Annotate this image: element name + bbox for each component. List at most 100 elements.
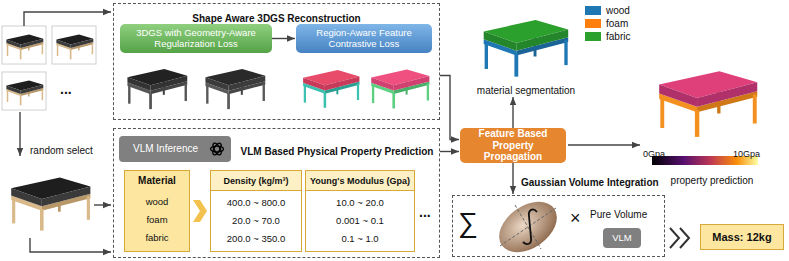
annotation: ... <box>60 81 72 97</box>
legend-row: wood <box>585 4 630 17</box>
column-header: Material <box>138 175 176 186</box>
annotation: property prediction <box>671 175 754 186</box>
legend-label: foam <box>606 18 628 29</box>
connector <box>440 76 459 140</box>
legend-swatch <box>585 19 601 28</box>
double-chevron <box>670 228 679 248</box>
flow-arrow <box>30 238 111 252</box>
legend-row: foam <box>585 17 630 30</box>
box-label: 3DGS with Geometry-Aware Regularization … <box>125 28 267 50</box>
annotation: 0Gpa <box>643 149 665 159</box>
feature-image <box>303 70 359 108</box>
material-column: Material wood foam fabric <box>124 170 190 252</box>
box-label: Feature Based Property Propagation <box>465 128 561 163</box>
result-box: Mass: 12kg <box>700 224 784 250</box>
column-header: Young's Modulus (Gpa) <box>310 176 410 186</box>
model-box: VLM <box>603 228 641 248</box>
column-header-band: Density (kg/m³) <box>211 171 301 191</box>
edge-label: Gaussian Volume Integration <box>519 177 661 188</box>
box-label: Region-Aware Feature Contrastive Loss <box>301 28 427 50</box>
gaussian-ellipse <box>490 191 567 261</box>
frame-text: ∑ <box>458 207 478 238</box>
connector <box>272 38 295 39</box>
annotation: ... <box>419 204 431 220</box>
frame-text: Pure Volume <box>590 209 647 220</box>
bench-thumbnail <box>6 81 43 106</box>
label-holder: property prediction <box>660 170 764 188</box>
text-holder: Shape Aware 3DGS Reconstruction <box>114 8 439 26</box>
property-column: Young's Modulus (Gpa) 10.0 ~ 20.0 0.001 ~ … <box>305 170 415 252</box>
text-holder: VLM Based Physical Property Prediction <box>237 141 437 159</box>
chevron <box>193 200 207 222</box>
text-holder: Pure Volume <box>590 204 647 222</box>
legend-swatch <box>585 32 601 41</box>
legend: wood foam fabric <box>585 4 630 43</box>
legend-label: fabric <box>606 31 630 42</box>
box-label: VLM <box>612 233 632 244</box>
legend-swatch <box>585 6 601 15</box>
flow-arrow <box>94 204 111 205</box>
feature-image <box>371 70 429 109</box>
column-header-band: Young's Modulus (Gpa) <box>306 171 414 191</box>
column-body: 400.0 ~ 800.0 20.0 ~ 70.0 200.0 ~ 350.0 <box>211 191 301 251</box>
model-box: VLM Inference <box>119 136 231 162</box>
stage-frame: 3DGS with Geometry-Aware Regularization … <box>113 3 440 120</box>
cell-value: foam <box>146 214 167 225</box>
cell-value: 10.0 ~ 20.0 <box>336 197 384 208</box>
annotation: 10Gpa <box>733 149 760 159</box>
property-image <box>659 71 757 137</box>
frame-text: VLM Based Physical Property Prediction <box>241 146 434 157</box>
cell-value: 200.0 ~ 350.0 <box>227 233 285 244</box>
flow-arrow <box>19 112 20 156</box>
cell-value: 20.0 ~ 70.0 <box>232 215 280 226</box>
label-holder: material segmentation <box>466 80 586 98</box>
thumbnail-frame <box>2 26 46 64</box>
flow-arrow <box>568 144 640 145</box>
label-holder: 0Gpa <box>643 143 665 161</box>
ellipse-axis <box>515 205 541 249</box>
cell-value: 0.001 ~ 0.1 <box>336 215 384 226</box>
process-box: Region-Aware Feature Contrastive Loss <box>296 24 432 53</box>
bench-thumbnail <box>6 35 43 60</box>
thumbnail-frame <box>52 26 96 64</box>
process-box: 3DGS with Geometry-Aware Regularization … <box>120 24 272 53</box>
edge-label-holder: Gaussian Volume Integration <box>519 172 661 190</box>
frame-text: Shape Aware 3DGS Reconstruction <box>192 13 360 24</box>
column-header-band: Material <box>125 171 189 190</box>
label-holder: ... <box>419 203 431 221</box>
annotation: random select <box>30 145 93 156</box>
text-holder: ∑ <box>458 208 478 239</box>
label-holder: ... <box>60 80 72 98</box>
render-image <box>205 69 265 109</box>
legend-row: fabric <box>585 30 630 43</box>
column-header: Density (kg/m³) <box>223 176 288 186</box>
cell-value: wood <box>146 196 169 207</box>
annotation: material segmentation <box>477 85 575 96</box>
flow-arrow <box>512 97 513 128</box>
column-body: 10.0 ~ 20.0 0.001 ~ 0.1 0.1 ~ 1.0 <box>306 191 414 251</box>
cell-value: fabric <box>145 232 168 243</box>
cell-value: 0.1 ~ 1.0 <box>341 233 378 244</box>
label-holder: random select <box>30 140 93 158</box>
connector <box>440 151 459 152</box>
process-box: Feature Based Property Propagation <box>460 128 566 163</box>
label-holder: 10Gpa <box>733 143 760 161</box>
render-image <box>127 69 187 109</box>
double-chevron <box>680 228 689 248</box>
legend-label: wood <box>606 5 630 16</box>
box-label: Mass: 12kg <box>712 231 771 244</box>
cell-value: 400.0 ~ 800.0 <box>227 197 285 208</box>
flow-arrow <box>24 12 111 26</box>
segmentation-image <box>484 20 568 77</box>
bench-thumbnail <box>56 35 93 60</box>
thumbnail-frame <box>2 72 46 110</box>
box-label: VLM Inference <box>133 143 198 155</box>
property-column: Density (kg/m³) 400.0 ~ 800.0 20.0 ~ 70.0 2… <box>210 170 302 252</box>
stage-frame: VLM InferenceMaterial wood foam fabric Densi… <box>113 128 440 258</box>
bench-image <box>11 178 90 231</box>
text-holder: × <box>570 209 581 229</box>
connector <box>512 163 513 194</box>
integration-frame: VLM ∑ × Pure Volume <box>452 195 665 257</box>
column-body: wood foam fabric <box>125 190 189 251</box>
